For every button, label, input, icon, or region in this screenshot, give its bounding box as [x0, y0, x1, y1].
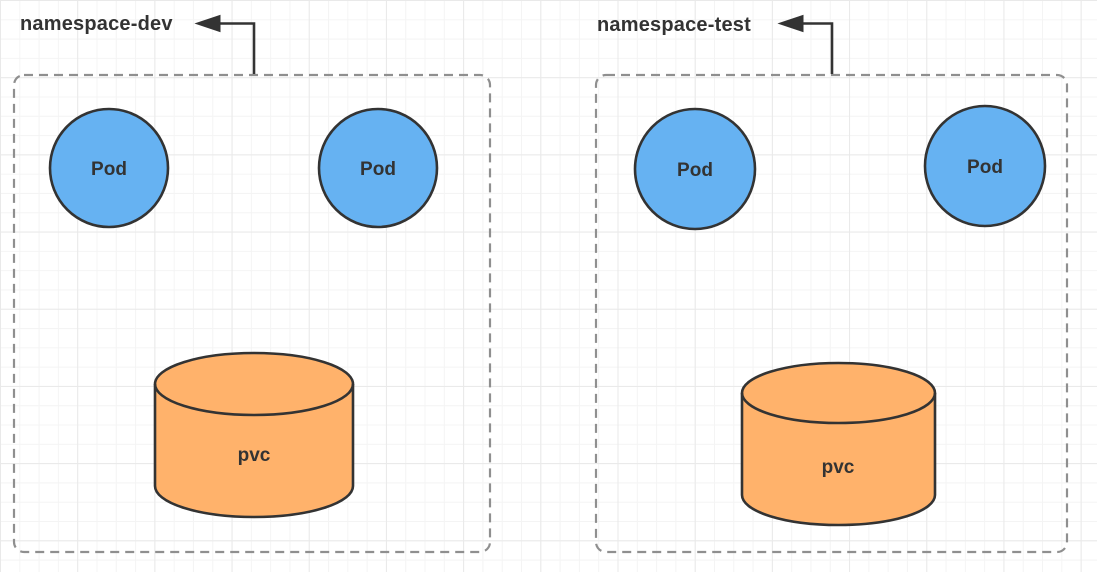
namespace-group-test: namespace-test Pod Pod pvc — [594, 14, 1069, 554]
pod-circle[interactable] — [923, 104, 1047, 228]
pod-circle[interactable] — [317, 107, 439, 229]
pvc-cylinder[interactable] — [153, 351, 355, 519]
pod-label: Pod — [91, 159, 127, 180]
pod-shape[interactable]: Pod — [923, 104, 1047, 228]
pod-shape[interactable]: Pod — [633, 107, 757, 231]
namespace-test-label-connector[interactable] — [801, 22, 834, 75]
pvc-label: pvc — [238, 445, 271, 466]
pvc-cylinder[interactable] — [740, 361, 937, 527]
namespace-dev-label[interactable]: namespace-dev — [20, 13, 173, 35]
pod-label: Pod — [677, 160, 713, 181]
pod-circle[interactable] — [633, 107, 757, 231]
pvc-label: pvc — [822, 457, 855, 478]
pvc-shape[interactable]: pvc — [740, 361, 937, 527]
arrowhead-right-icon[interactable] — [777, 14, 804, 33]
arrowhead-left-icon[interactable] — [194, 14, 221, 33]
namespace-dev-label-connector[interactable] — [219, 22, 256, 75]
pod-label: Pod — [360, 159, 396, 180]
pvc-shape[interactable]: pvc — [153, 351, 355, 519]
pod-shape[interactable]: Pod — [317, 107, 439, 229]
pvc-cylinder-rim — [153, 383, 355, 417]
pvc-cylinder-rim — [740, 392, 937, 425]
namespace-dev-boundary[interactable] — [12, 73, 492, 554]
pod-label: Pod — [967, 157, 1003, 178]
namespace-test-label[interactable]: namespace-test — [597, 14, 751, 36]
namespace-test-boundary[interactable] — [594, 73, 1069, 554]
pod-shape[interactable]: Pod — [48, 107, 170, 229]
namespace-group-dev: namespace-dev Pod Pod pvc — [12, 13, 492, 554]
pod-circle[interactable] — [48, 107, 170, 229]
